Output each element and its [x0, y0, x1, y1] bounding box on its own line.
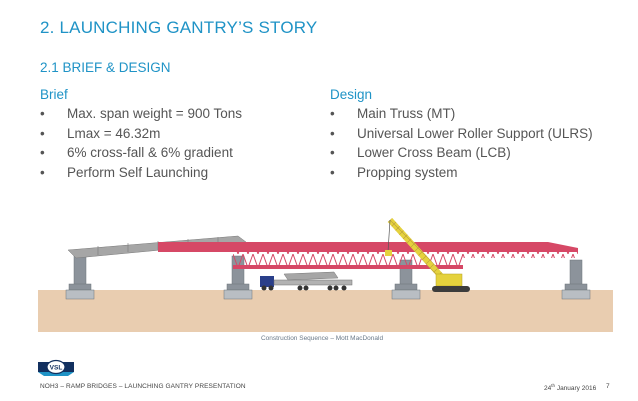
- date-day: 24: [544, 385, 552, 393]
- brief-heading: Brief: [40, 87, 68, 102]
- date-rest: January 2016: [556, 385, 597, 393]
- slide-title: 2. LAUNCHING GANTRY’S STORY: [40, 18, 318, 37]
- brief-item-label: Perform Self Launching: [67, 164, 209, 180]
- list-item: • Lower Cross Beam (LCB): [330, 145, 593, 165]
- footer-presentation-title: NOH3 – RAMP BRIDGES – LAUNCHING GANTRY P…: [40, 383, 246, 390]
- list-item: • Main Truss (MT): [330, 106, 593, 126]
- bullet-icon: •: [330, 164, 335, 180]
- transport-truck: [260, 271, 353, 291]
- brief-item-label: 6% cross-fall & 6% gradient: [67, 145, 233, 160]
- design-list: • Main Truss (MT) • Universal Lower Roller…: [330, 106, 593, 184]
- brief-list: • Max. span weight = 900 Tons • Lmax = 46.…: [40, 106, 242, 184]
- bullet-icon: •: [40, 125, 45, 141]
- vsl-logo: VSL: [38, 359, 74, 376]
- bullet-icon: •: [40, 106, 45, 121]
- list-item: • Perform Self Launching: [40, 165, 242, 185]
- pier: [561, 259, 591, 300]
- design-item-label: Universal Lower Roller Support (ULRS): [357, 125, 593, 141]
- list-item: • Propping system: [330, 165, 593, 185]
- bullet-icon: •: [330, 125, 335, 141]
- crawler-crane: [385, 217, 470, 292]
- page-number: 7: [606, 383, 610, 390]
- figure-caption: Construction Sequence – Mott MacDonald: [260, 335, 384, 342]
- list-item: • Lmax = 46.32m: [40, 126, 242, 146]
- bullet-icon: •: [330, 145, 335, 160]
- pier: [65, 255, 95, 300]
- bullet-icon: •: [330, 106, 335, 121]
- bullet-icon: •: [40, 145, 45, 160]
- brief-item-label: Lmax = 46.32m: [67, 125, 161, 141]
- logo-text: VSL: [50, 364, 63, 371]
- brief-item-label: Max. span weight = 900 Tons: [67, 106, 242, 121]
- brief-column: Brief • Max. span weight = 900 Tons • Lmax…: [40, 87, 242, 184]
- design-item-label: Main Truss (MT): [357, 106, 456, 121]
- list-item: • 6% cross-fall & 6% gradient: [40, 145, 242, 165]
- list-item: • Universal Lower Roller Support (ULRS): [330, 126, 593, 146]
- bullet-icon: •: [40, 164, 45, 180]
- main-truss: [158, 242, 578, 269]
- design-item-label: Lower Cross Beam (LCB): [357, 145, 511, 160]
- ground: [38, 290, 613, 332]
- design-item-label: Propping system: [357, 164, 458, 180]
- date-suffix: th: [551, 383, 555, 388]
- list-item: • Max. span weight = 900 Tons: [40, 106, 242, 126]
- gantry-illustration: [38, 217, 613, 332]
- design-column: Design • Main Truss (MT) • Universal Lower…: [330, 87, 593, 184]
- slide-subtitle: 2.1 BRIEF & DESIGN: [40, 60, 171, 75]
- design-heading: Design: [330, 87, 373, 102]
- footer-date: 24th January 2016: [544, 383, 596, 392]
